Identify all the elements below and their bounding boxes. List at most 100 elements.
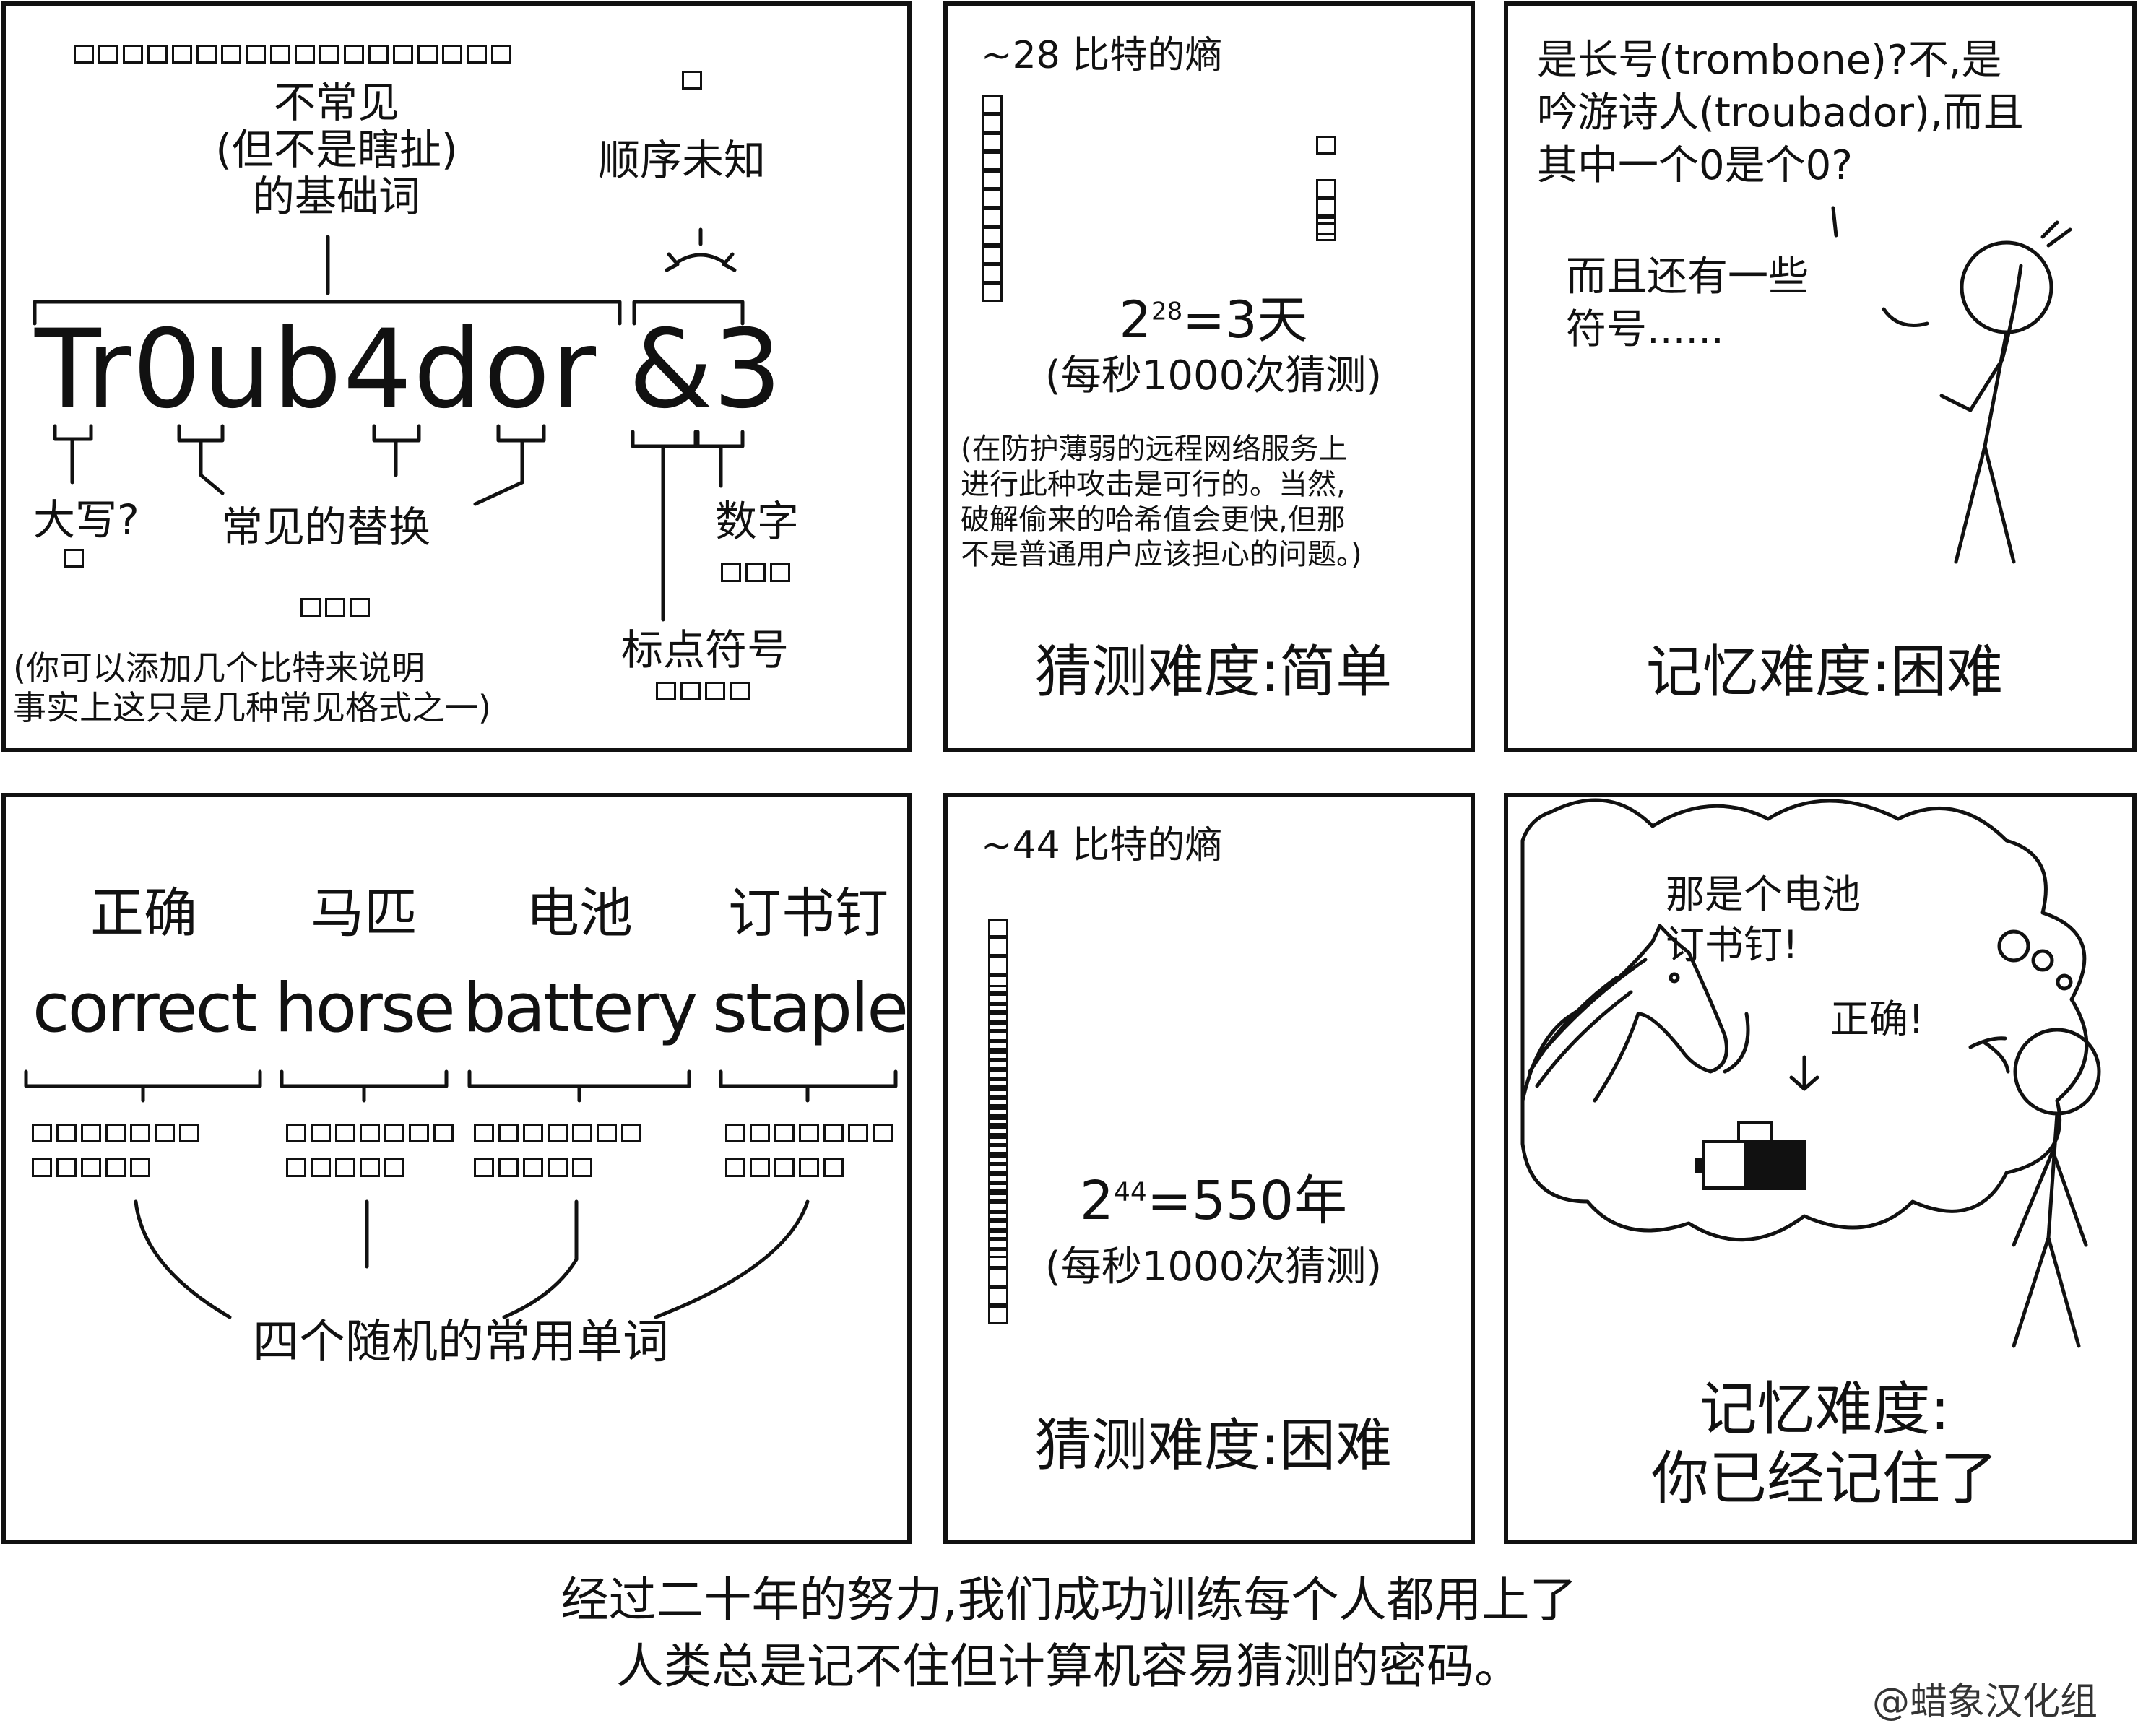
guess-rate: (每秒1000次猜测)	[1044, 352, 1382, 399]
placeholder-box	[442, 45, 462, 64]
placeholder-box	[682, 71, 702, 90]
box-row	[286, 1124, 458, 1142]
formula-result: =3天	[1182, 290, 1308, 350]
placeholder-box	[988, 985, 1008, 1004]
box-row	[656, 682, 754, 700]
box-row	[74, 45, 516, 64]
placeholder-box	[988, 1089, 1008, 1108]
guess-difficulty: 猜测难度:简单	[1034, 640, 1393, 705]
placeholder-box	[286, 1158, 306, 1177]
word-brackets	[24, 1069, 898, 1319]
placeholder-box	[982, 133, 1003, 152]
formula: 244=550年	[948, 1170, 1471, 1232]
placeholder-box	[32, 1158, 52, 1177]
thought-text: 那是个电池 订书钉!	[1666, 872, 1861, 968]
placeholder-box	[988, 919, 1008, 937]
placeholder-box	[335, 1124, 355, 1142]
placeholder-box	[130, 1124, 150, 1142]
placeholder-box	[498, 1124, 519, 1142]
placeholder-box	[988, 1174, 1008, 1193]
placeholder-box	[823, 1124, 844, 1142]
placeholder-box	[32, 1124, 52, 1142]
placeholder-box	[982, 283, 1003, 302]
substitution-label: 常见的替换	[221, 503, 431, 552]
box-row	[474, 1124, 646, 1142]
placeholder-box	[474, 1124, 494, 1142]
placeholder-box	[335, 1158, 355, 1177]
word-english: staple	[712, 969, 907, 1048]
word-english: battery	[462, 969, 698, 1048]
placeholder-box	[774, 1124, 795, 1142]
placeholder-box	[409, 1124, 429, 1142]
placeholder-box	[81, 1158, 101, 1177]
placeholder-box	[988, 1041, 1008, 1060]
box-row	[474, 1158, 597, 1177]
placeholder-box	[498, 1158, 519, 1177]
placeholder-box	[721, 563, 741, 582]
placeholder-box	[130, 1158, 150, 1177]
placeholder-box	[988, 975, 1008, 994]
word-translation: 正确	[90, 882, 197, 945]
placeholder-box	[982, 95, 1003, 114]
placeholder-box	[774, 1158, 795, 1177]
placeholder-box	[982, 170, 1003, 189]
placeholder-box	[988, 937, 1008, 956]
passphrase-caption: 四个随机的常用单词	[253, 1316, 669, 1369]
placeholder-box	[417, 45, 438, 64]
panel-password-anatomy: 不常见 (但不是瞎扯) 的基础词 顺序未知 Tr0ub4dor &3 大写? 常…	[1, 1, 912, 752]
guess-difficulty: 猜测难度:困难	[1034, 1413, 1393, 1478]
placeholder-box	[680, 682, 701, 700]
placeholder-box	[988, 1249, 1008, 1268]
placeholder-box	[725, 1124, 745, 1142]
placeholder-box	[523, 1124, 543, 1142]
placeholder-box	[988, 1212, 1008, 1231]
placeholder-box	[491, 45, 511, 64]
placeholder-box	[147, 45, 168, 64]
placeholder-box	[745, 563, 766, 582]
placeholder-box	[105, 1124, 126, 1142]
uncommon-word-label: 不常见 (但不是瞎扯) 的基础词	[215, 78, 458, 221]
formula-result: =550年	[1146, 1170, 1348, 1232]
placeholder-box	[311, 1124, 331, 1142]
box-row	[682, 71, 706, 90]
placeholder-box	[295, 45, 315, 64]
box-row	[64, 549, 88, 568]
placeholder-box	[750, 1124, 770, 1142]
placeholder-box	[286, 1124, 306, 1142]
box-row	[32, 1158, 155, 1177]
placeholder-box	[982, 264, 1003, 283]
credit-text: @蜡象汉化组	[1872, 1680, 2098, 1724]
placeholder-box	[1316, 198, 1336, 217]
placeholder-box	[384, 1158, 404, 1177]
placeholder-box	[221, 45, 241, 64]
panel-guess-easy: ~28 比特的熵 228=3天 (每秒1000次猜测) (在防护薄弱的远程网络服…	[943, 1, 1475, 752]
placeholder-box	[988, 1051, 1008, 1070]
stick-figure-scratching-head	[1831, 206, 2072, 564]
placeholder-box	[988, 1137, 1008, 1155]
placeholder-box	[56, 1158, 77, 1177]
formula-exponent: 28	[1151, 297, 1183, 326]
placeholder-box	[988, 956, 1008, 975]
correct-reply: 正确!	[1830, 997, 1924, 1042]
entropy-label: ~28 比特的熵	[981, 34, 1223, 77]
placeholder-box	[1316, 136, 1336, 155]
placeholder-box	[982, 227, 1003, 246]
confused-speech: 是长号(trombone)?不,是 吟游诗人(troubador),而且 其中一…	[1537, 37, 2024, 189]
placeholder-box	[325, 598, 345, 617]
placeholder-box	[982, 114, 1003, 133]
order-unknown-label: 顺序未知	[598, 136, 766, 185]
placeholder-box	[988, 1193, 1008, 1212]
placeholder-box	[597, 1124, 617, 1142]
box-row	[286, 1158, 409, 1177]
placeholder-box	[1316, 179, 1336, 198]
placeholder-box	[74, 45, 94, 64]
placeholder-box	[705, 682, 725, 700]
panel-memory-easy: 那是个电池 订书钉! 正确! 记忆难度: 你已经记住了	[1504, 793, 2137, 1544]
placeholder-box	[300, 598, 321, 617]
placeholder-box	[105, 1158, 126, 1177]
placeholder-box	[656, 682, 676, 700]
placeholder-box	[196, 45, 217, 64]
placeholder-box	[368, 45, 389, 64]
panel-memory-hard: 是长号(trombone)?不,是 吟游诗人(troubador),而且 其中一…	[1504, 1, 2137, 752]
staple-icon	[1737, 1121, 1773, 1140]
